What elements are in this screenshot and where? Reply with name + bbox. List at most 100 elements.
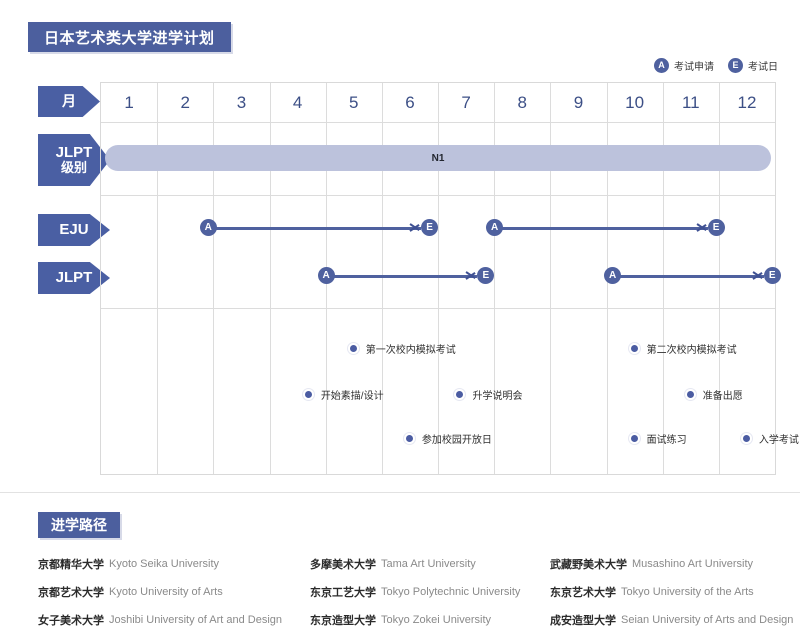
grid-row-line xyxy=(101,122,775,123)
apply-badge-icon: A xyxy=(654,58,669,73)
month-cell-6: 6 xyxy=(405,92,415,112)
university-name-en: Tokyo Zokei University xyxy=(381,614,492,626)
month-cell-1: 1 xyxy=(124,92,134,112)
grid-column-line xyxy=(157,83,159,474)
arrow-head-icon xyxy=(697,221,708,234)
university-name-en: Kyoto University of Arts xyxy=(109,586,223,598)
arrow-line xyxy=(495,227,708,230)
event-label: 准备出愿 xyxy=(702,391,743,402)
grid-column-line xyxy=(213,83,215,474)
university-name-en: Tokyo Polytechnic University xyxy=(381,586,521,598)
jlpt-level-bar-label: N1 xyxy=(431,152,445,164)
apply-badge-icon: A xyxy=(486,219,504,236)
arrow-line xyxy=(208,227,422,230)
jlpt-level-bar: N1 xyxy=(105,145,771,171)
university-name-en: Tama Art University xyxy=(381,558,476,570)
month-cell-5: 5 xyxy=(349,92,359,112)
event-marker: 准备出愿 xyxy=(684,387,743,402)
event-marker: 第二次校内模拟考试 xyxy=(628,341,737,356)
legend-label-exam: 考试日 xyxy=(748,62,778,73)
university-item: 多摩美术大学 Tama Art University xyxy=(310,550,550,578)
university-name-cn: 女子美术大学 xyxy=(38,615,104,627)
grid-column-line xyxy=(494,83,496,474)
event-marker: 第一次校内模拟考试 xyxy=(347,341,456,356)
event-dot-icon xyxy=(347,343,359,354)
arrow-line xyxy=(326,275,478,278)
university-item: 东京工艺大学 Tokyo Polytechnic University xyxy=(310,578,550,606)
grid-column-line xyxy=(550,83,552,474)
university-name-cn: 京都精华大学 xyxy=(38,559,104,571)
event-dot-icon xyxy=(740,433,752,444)
event-dot-icon xyxy=(403,433,415,444)
apply-badge-icon: A xyxy=(317,267,335,284)
event-label: 入学考试 xyxy=(758,435,799,446)
university-name-cn: 东京造型大学 xyxy=(310,615,376,627)
university-name-cn: 京都艺术大学 xyxy=(38,587,104,599)
university-name-en: Seian University of Arts and Design xyxy=(621,614,794,626)
event-label: 升学说明会 xyxy=(472,391,523,402)
event-marker: 入学考试 xyxy=(740,431,799,446)
title-banner: 日本艺术类大学进学计划 xyxy=(28,22,231,52)
event-label: 第二次校内模拟考试 xyxy=(646,345,737,356)
apply-badge-icon: A xyxy=(199,219,217,236)
university-name-cn: 成安造型大学 xyxy=(550,615,616,627)
event-marker: 参加校园开放日 xyxy=(403,431,492,446)
university-item: 东京造型大学 Tokyo Zokei University xyxy=(310,606,550,634)
arrow-line xyxy=(613,275,764,278)
row-tag-month: 月 xyxy=(38,86,100,117)
pathway-title: 进学路径 xyxy=(51,517,107,533)
row-tag-month-label: 月 xyxy=(62,93,76,110)
university-name-cn: 多摩美术大学 xyxy=(310,559,376,571)
university-name-en: Kyoto Seika University xyxy=(109,558,220,570)
university-name-cn: 东京艺术大学 xyxy=(550,587,616,599)
arrow-head-icon xyxy=(466,269,477,282)
event-label: 面试练习 xyxy=(646,435,687,446)
university-list: 京都精华大学 Kyoto Seika University 多摩美术大学 Tama A… xyxy=(38,550,793,634)
event-dot-icon xyxy=(628,433,640,444)
university-item: 京都精华大学 Kyoto Seika University xyxy=(38,550,310,578)
event-dot-icon xyxy=(684,389,696,400)
event-dot-icon xyxy=(628,343,640,354)
event-label: 参加校园开放日 xyxy=(421,435,492,446)
grid-row-line xyxy=(101,195,775,196)
row-tag-eju-label: EJU xyxy=(59,221,89,239)
university-name-en: Joshibi University of Art and Design xyxy=(109,614,283,626)
month-cell-11: 11 xyxy=(681,92,700,112)
pathway-banner: 进学路径 xyxy=(38,512,120,538)
legend-label-apply: 考试申请 xyxy=(674,62,714,73)
month-cell-4: 4 xyxy=(292,92,303,112)
event-marker: 面试练习 xyxy=(628,431,687,446)
grid-row-line xyxy=(101,308,775,309)
exam-badge-icon: E xyxy=(477,267,495,284)
exam-badge-icon: E xyxy=(421,219,439,236)
event-label: 第一次校内模拟考试 xyxy=(365,345,456,356)
exam-badge-icon: E xyxy=(763,267,781,284)
legend-item-exam: E 考试日 xyxy=(728,58,778,73)
event-dot-icon xyxy=(302,389,314,400)
exam-badge-icon: E xyxy=(707,219,725,236)
section-divider xyxy=(0,492,800,493)
event-label: 开始素描/设计 xyxy=(320,391,384,402)
legend-item-apply: A 考试申请 xyxy=(654,58,714,73)
university-name-cn: 东京工艺大学 xyxy=(310,587,376,599)
university-name-cn: 武藏野美术大学 xyxy=(550,559,627,571)
exam-badge-icon: E xyxy=(728,58,743,73)
month-cell-10: 10 xyxy=(625,92,645,112)
month-cell-8: 8 xyxy=(517,92,528,112)
row-tag-jlpt-level-line2: 级别 xyxy=(60,160,87,176)
grid-column-line xyxy=(269,83,271,474)
event-dot-icon xyxy=(454,389,466,400)
month-cell-2: 2 xyxy=(180,92,190,112)
university-item: 女子美术大学 Joshibi University of Art and Desi… xyxy=(38,606,310,634)
university-item: 京都艺术大学 Kyoto University of Arts xyxy=(38,578,310,606)
month-cell-12: 12 xyxy=(737,92,757,112)
apply-badge-icon: A xyxy=(604,267,622,284)
arrow-head-icon xyxy=(753,269,764,282)
event-marker: 开始素描/设计 xyxy=(302,387,384,402)
